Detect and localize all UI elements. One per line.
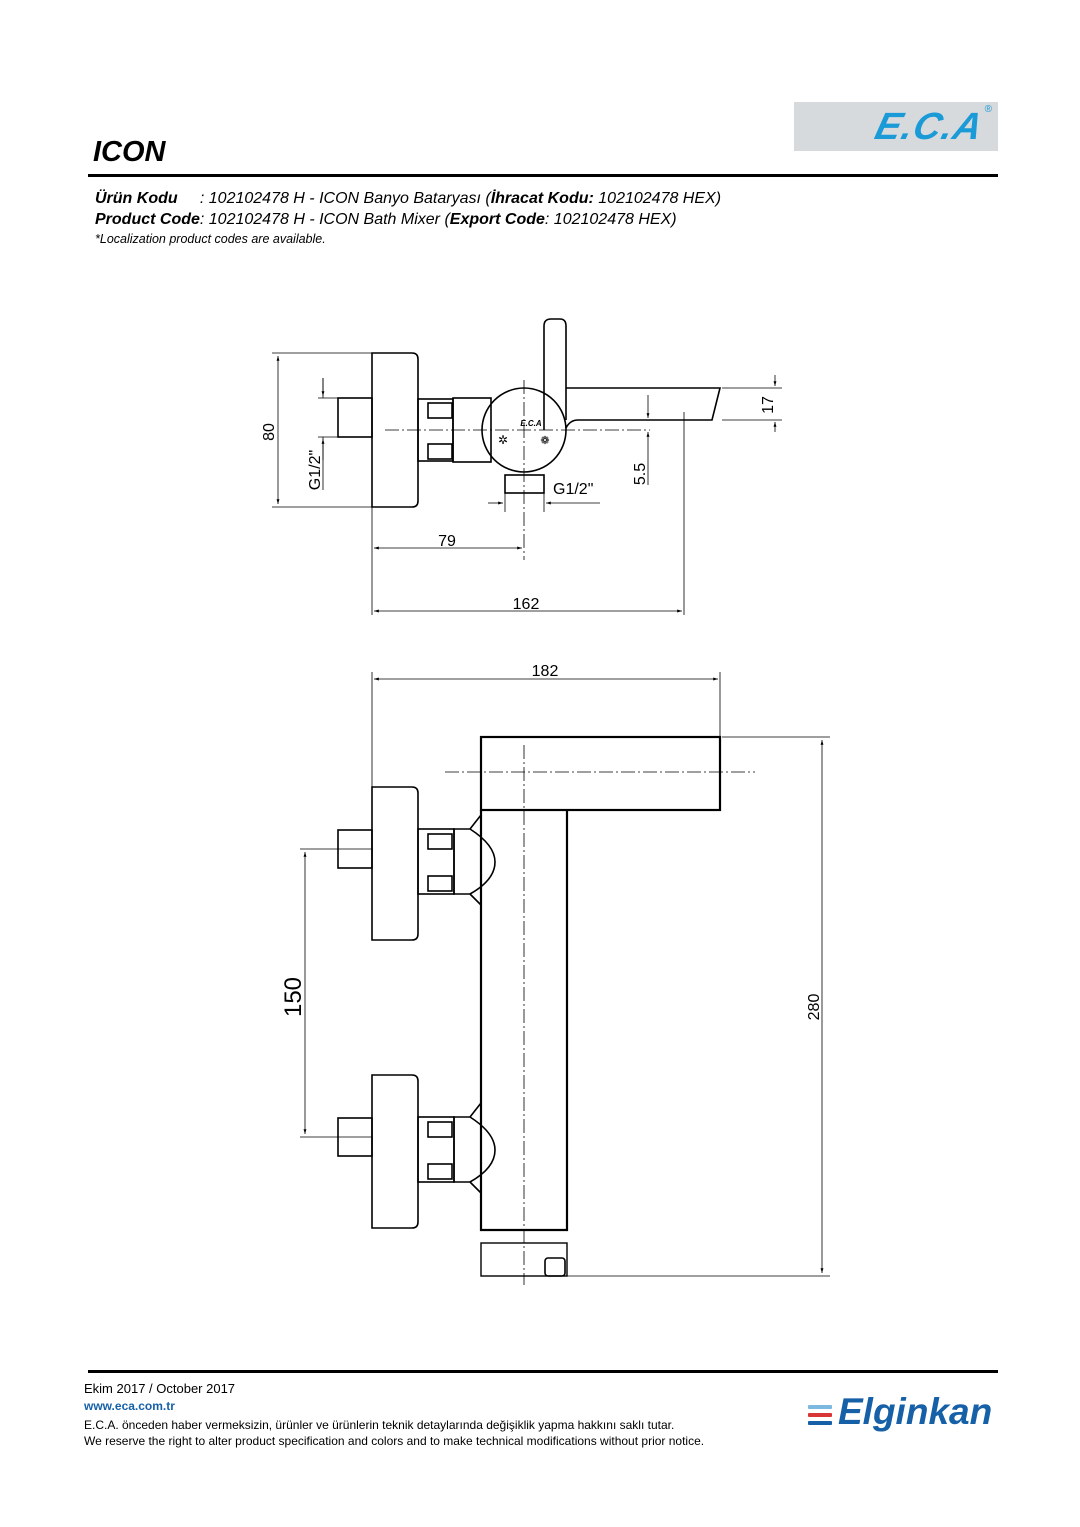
product-code-tr: Ürün Kodu : 102102478 H - ICON Banyo Bat… xyxy=(95,190,721,208)
label: Ürün Kodu xyxy=(95,190,178,207)
dim-outlet-thread: G1/2" xyxy=(553,481,593,498)
diverter-button xyxy=(544,1257,566,1277)
disclaimer-en: We reserve the right to alter product sp… xyxy=(84,1434,705,1448)
dim-17: 17 xyxy=(760,396,777,414)
disclaimer-tr: E.C.A. önceden haber vermeksizin, ürünle… xyxy=(84,1418,675,1432)
dim-162: 162 xyxy=(513,596,540,613)
elginkan-logo-text: Elginkan xyxy=(838,1391,993,1432)
page-title: ICON xyxy=(93,136,166,168)
inlet-thread xyxy=(337,397,373,438)
value: 102102478 HEX) xyxy=(593,190,722,207)
value: : 102102478 H - ICON Bath Mixer ( xyxy=(199,211,450,228)
hot-cold-icon: ✲ xyxy=(498,433,508,447)
dim-182: 182 xyxy=(532,663,559,680)
product-code-en: Product Code: 102102478 H - ICON Bath Mi… xyxy=(95,211,677,229)
wall-flange xyxy=(371,1074,419,1229)
elginkan-mark-icon xyxy=(808,1405,832,1429)
eca-logo: E.C.A ® xyxy=(794,102,998,151)
wall-flange xyxy=(371,352,419,508)
label: Export Code xyxy=(449,211,545,228)
footer-divider xyxy=(88,1370,998,1373)
wall-flange xyxy=(371,786,419,941)
top-view xyxy=(272,318,782,615)
value: : 102102478 HEX) xyxy=(544,211,677,228)
dim-150: 150 xyxy=(280,977,307,1017)
label: İhracat Kodu: xyxy=(490,190,594,207)
localization-note: *Localization product codes are availabl… xyxy=(95,232,326,246)
dim-80: 80 xyxy=(261,423,278,441)
spout-bar xyxy=(479,735,722,812)
spout xyxy=(565,387,722,429)
front-view xyxy=(300,672,830,1285)
registered-mark: ® xyxy=(984,104,992,115)
footer-website-link[interactable]: www.eca.com.tr xyxy=(84,1399,175,1413)
hot-cold-icon: ❁ xyxy=(540,435,549,447)
value: : 102102478 H - ICON Banyo Bataryası ( xyxy=(177,190,491,207)
outlet-thread xyxy=(504,474,545,494)
dim-280: 280 xyxy=(806,994,823,1021)
dim-inlet-thread: G1/2" xyxy=(307,450,324,490)
header-divider xyxy=(88,174,998,177)
dim-79: 79 xyxy=(438,533,456,550)
footer-date: Ekim 2017 / October 2017 xyxy=(84,1381,236,1396)
lever-handle xyxy=(543,318,567,430)
body-logo: E.C.A xyxy=(520,419,542,428)
dim-5-5: 5.5 xyxy=(632,463,649,485)
label: Product Code xyxy=(95,211,200,228)
